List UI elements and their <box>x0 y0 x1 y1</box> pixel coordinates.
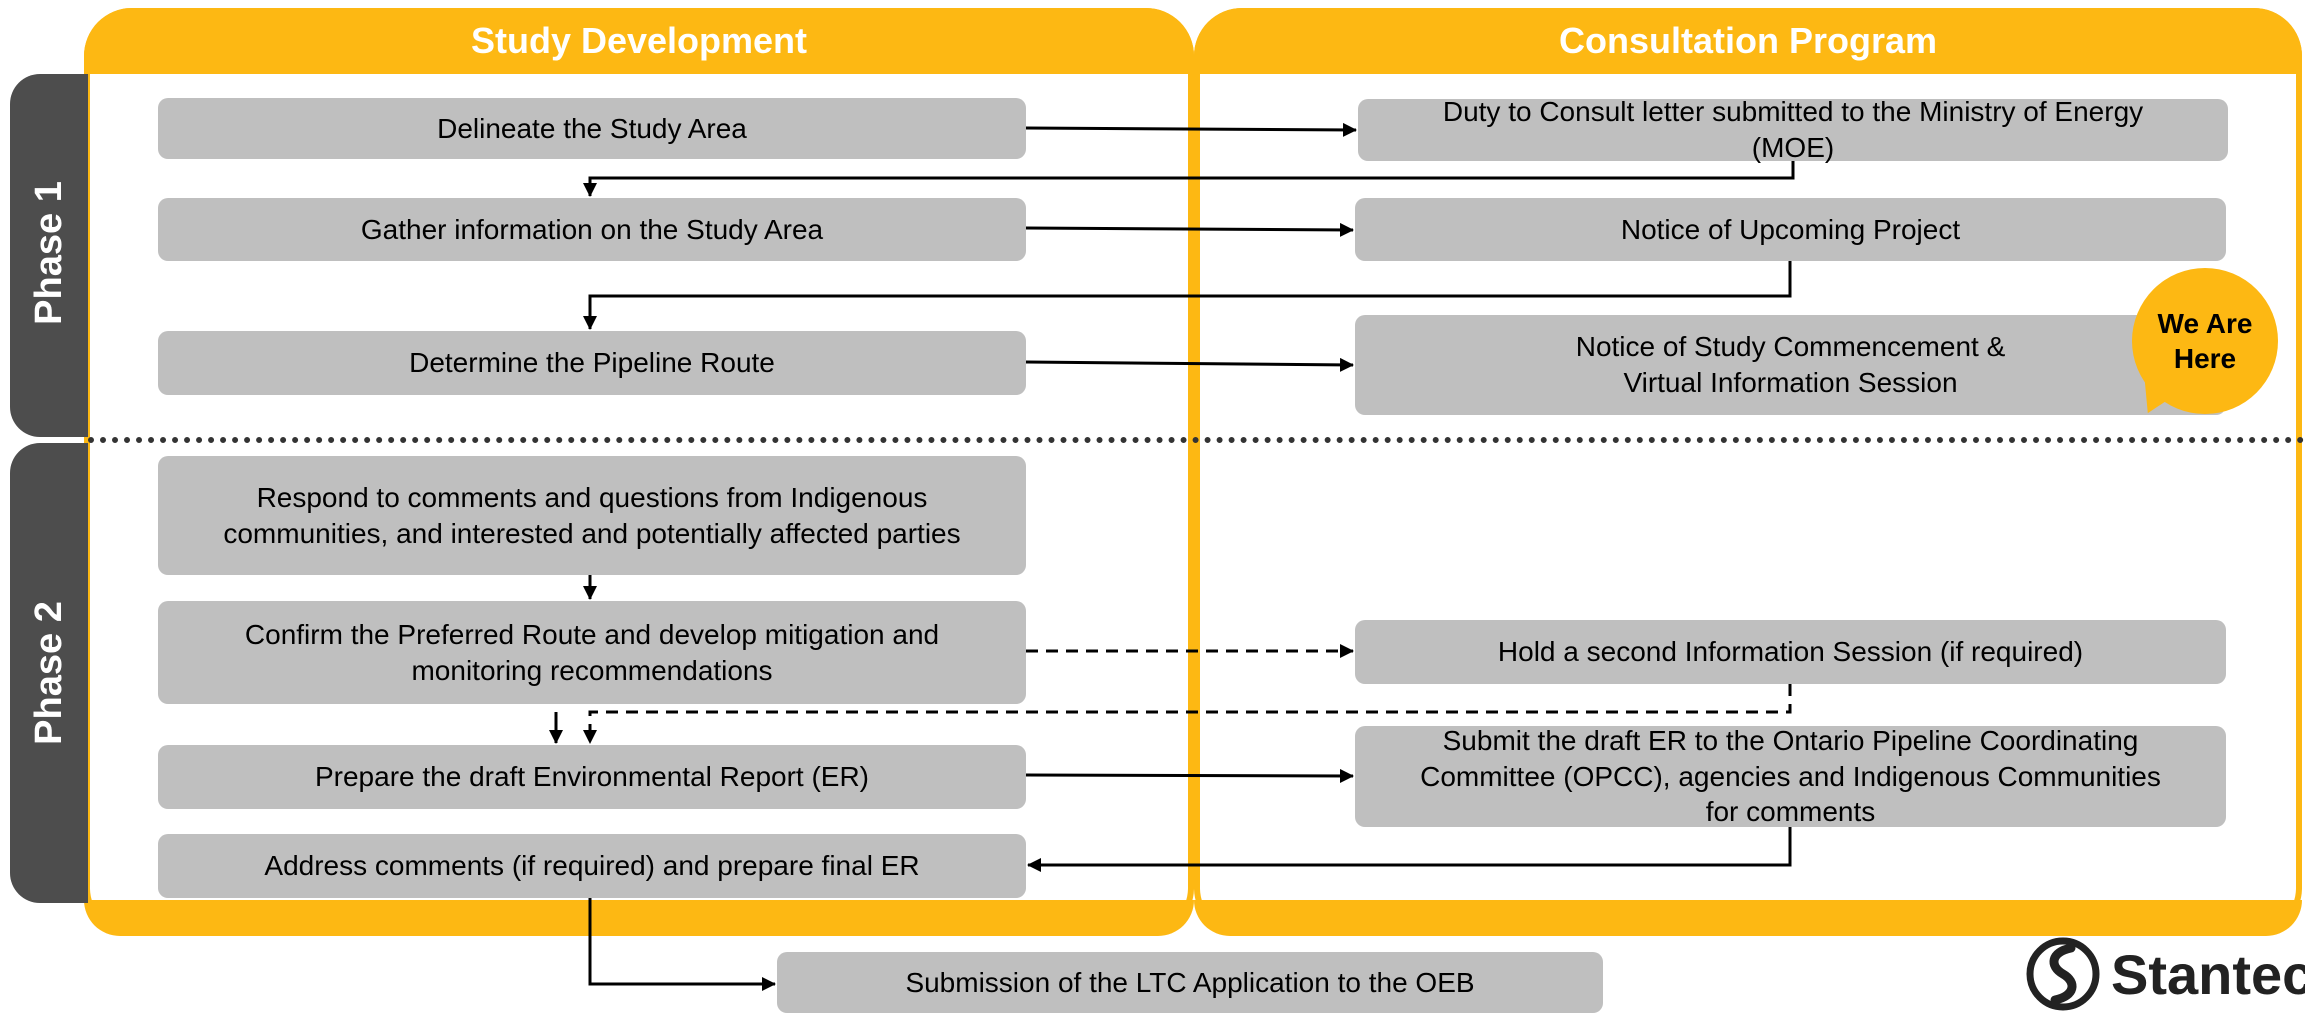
phase-divider <box>88 437 2305 443</box>
we-are-here-bubble: We Are Here <box>2132 268 2278 414</box>
submit-draft-er-box: Submit the draft ER to the Ontario Pipel… <box>1355 725 2226 827</box>
determine-pipeline-route-box: Determine the Pipeline Route <box>158 331 1026 395</box>
stantec-logo-text: Stantec <box>2111 942 2305 1006</box>
arrow-notice-to-determine <box>583 261 1792 330</box>
confirm-preferred-route-box: Confirm the Preferred Route and develop … <box>158 601 1026 704</box>
address-comments-box: Address comments (if required) and prepa… <box>158 834 1026 898</box>
submission-ltc-application-box: Submission of the LTC Application to the… <box>777 952 1603 1013</box>
study-development-header: Study Development <box>84 8 1194 74</box>
prepare-draft-er-box: Prepare the draft Environmental Report (… <box>158 745 1026 809</box>
stantec-logo-icon <box>2026 937 2100 1011</box>
study-panel-bottom-band <box>84 900 1194 936</box>
notice-study-commencement-box: Notice of Study Commencement & Virtual I… <box>1355 315 2226 415</box>
stantec-logo: Stantec <box>2025 934 2305 1014</box>
delineate-study-area-box: Delineate the Study Area <box>158 98 1026 159</box>
arrow-prepare-to-submit <box>1025 768 1354 783</box>
notice-upcoming-project-box: Notice of Upcoming Project <box>1355 198 2226 261</box>
duty-to-consult-box: Duty to Consult letter submitted to the … <box>1358 96 2228 163</box>
arrow-submit-to-address <box>1027 827 1792 872</box>
gather-information-box: Gather information on the Study Area <box>158 198 1026 261</box>
phase-1-tab <box>10 74 88 437</box>
consultation-program-header: Consultation Program <box>1194 8 2302 74</box>
respond-to-comments-box: Respond to comments and questions from I… <box>158 456 1026 575</box>
second-information-session-box: Hold a second Information Session (if re… <box>1355 620 2226 684</box>
arrow-address-to-ltc <box>588 898 776 991</box>
arrow-gather-to-notice <box>1025 222 1354 237</box>
phase-2-tab <box>10 443 88 903</box>
arrow-determine-to-notice <box>1025 357 1354 372</box>
arrow-session-to-prepare <box>583 684 1792 744</box>
arrow-duty-to-gather <box>583 161 1795 197</box>
consultation-panel-bottom-band <box>1194 900 2302 936</box>
arrow-delineate-to-duty <box>1025 122 1357 137</box>
